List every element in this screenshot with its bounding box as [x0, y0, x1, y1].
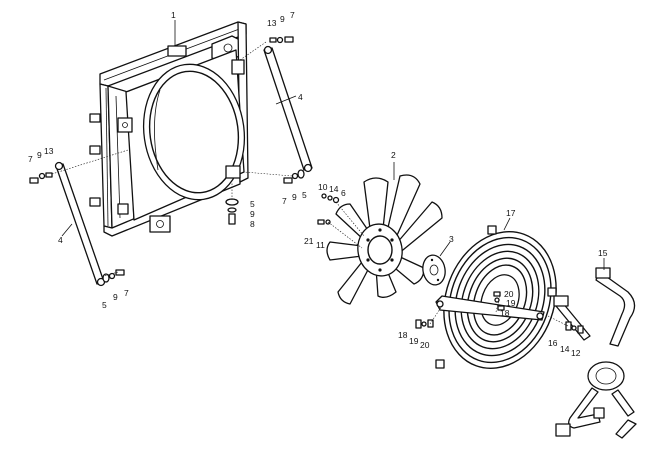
callout-2: 2	[391, 150, 396, 160]
callout-18: 18	[398, 330, 408, 340]
callout-9: 9	[292, 192, 297, 202]
leader-lines	[51, 20, 605, 327]
callout-17: 17	[506, 208, 516, 218]
callout-21: 21	[304, 236, 314, 246]
callout-13: 13	[44, 146, 54, 156]
callout-9: 9	[250, 209, 255, 219]
callout-7: 7	[28, 154, 33, 164]
callout-7: 7	[124, 288, 129, 298]
fan-spacer	[422, 254, 446, 286]
callout-13: 13	[267, 18, 277, 28]
callout-15: 15	[598, 248, 608, 258]
stay-rod-right	[263, 45, 313, 173]
callout-6: 6	[341, 188, 346, 198]
callout-4: 4	[298, 92, 303, 102]
stay-rod-left	[54, 161, 106, 287]
callout-5: 5	[250, 199, 255, 209]
callout-14: 14	[329, 184, 339, 194]
callout-1: 1	[171, 10, 176, 20]
callout-16: 16	[548, 338, 558, 348]
callout-5: 5	[302, 190, 307, 200]
radiator-shroud-assembly	[89, 21, 249, 237]
hardware	[29, 36, 584, 334]
callout-20: 20	[504, 289, 514, 299]
callout-9: 9	[37, 150, 42, 160]
callout-5: 5	[102, 300, 107, 310]
callout-19: 19	[409, 336, 419, 346]
callout-7: 7	[282, 196, 287, 206]
callout-19: 19	[506, 298, 516, 308]
callout-9: 9	[113, 292, 118, 302]
callout-7: 7	[290, 10, 295, 20]
callout-12: 12	[571, 348, 581, 358]
callout-20: 20	[420, 340, 430, 350]
callout-4: 4	[58, 235, 63, 245]
callout-10: 10	[318, 182, 328, 192]
callout-11: 11	[316, 240, 325, 250]
callout-8: 8	[250, 219, 255, 229]
fan-guard	[435, 225, 557, 370]
callout-labels: 1 13 9 7 4 7 9 13 7 9 5 5 9 8 4 5 9 7 2 …	[28, 10, 608, 358]
callout-3: 3	[449, 234, 454, 244]
callout-14: 14	[560, 344, 570, 354]
callout-9: 9	[280, 14, 285, 24]
callout-18: 18	[500, 308, 510, 318]
